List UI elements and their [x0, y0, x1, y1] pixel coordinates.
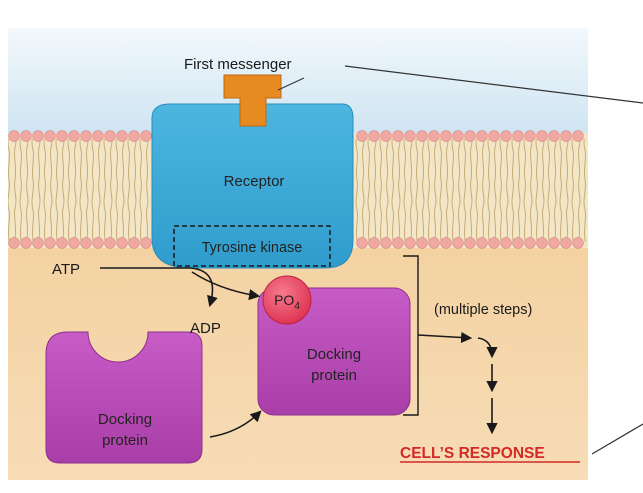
- phosphate-label-subscript: 4: [294, 301, 300, 312]
- receptor-label: Receptor: [224, 173, 285, 190]
- phosphate-label: PO4: [274, 292, 300, 312]
- signal-arrow-1: [417, 331, 473, 344]
- lipid-head: [416, 130, 428, 142]
- lipid-head: [8, 130, 20, 142]
- phosphate-transfer-arrow: [191, 271, 261, 301]
- lipid-head: [476, 237, 488, 249]
- lipid-head: [428, 237, 440, 249]
- lipid-head: [488, 237, 500, 249]
- first-messenger-ligand: [223, 74, 282, 127]
- cells-response-label: CELL’S RESPONSE: [400, 445, 545, 462]
- tyrosine-kinase-label: Tyrosine kinase: [202, 240, 303, 256]
- lipid-head: [104, 237, 116, 249]
- reaction-arrows: [100, 255, 498, 438]
- lipid-head: [56, 130, 68, 142]
- docking-inactive-label-line1: Docking: [98, 411, 152, 428]
- lipid-head: [380, 130, 392, 142]
- lipid-head: [80, 130, 92, 142]
- lipid-head: [368, 130, 380, 142]
- lipid-head: [116, 130, 128, 142]
- lipid-head: [44, 237, 56, 249]
- lipid-head: [92, 130, 104, 142]
- lipid-head: [140, 237, 152, 249]
- atp-label: ATP: [52, 261, 80, 278]
- docking-active-label-line1: Docking: [307, 346, 361, 363]
- docking-protein-inactive: [45, 331, 203, 464]
- lipid-head: [524, 130, 536, 142]
- phosphate-label-main: PO: [274, 292, 294, 308]
- lipid-head: [104, 130, 116, 142]
- lipid-head: [440, 237, 452, 249]
- phosphate-group: [262, 275, 312, 325]
- lipid-head: [368, 237, 380, 249]
- lipid-head: [476, 130, 488, 142]
- lipid-head: [440, 130, 452, 142]
- lipid-head: [92, 237, 104, 249]
- lipid-head: [416, 237, 428, 249]
- lipid-head: [500, 130, 512, 142]
- lipid-head: [20, 237, 32, 249]
- docking-active-label-line2: protein: [311, 367, 357, 384]
- lipid-head: [8, 237, 20, 249]
- lipid-head: [512, 237, 524, 249]
- lipid-head: [560, 130, 572, 142]
- first-messenger-leader: [277, 77, 305, 91]
- lipid-head: [68, 130, 80, 142]
- lipid-head: [488, 130, 500, 142]
- zoom-line-bottom: [591, 423, 643, 455]
- lipid-head: [32, 130, 44, 142]
- bracket: [403, 255, 419, 416]
- lipid-head: [392, 237, 404, 249]
- lipid-head: [548, 130, 560, 142]
- lipid-head: [116, 237, 128, 249]
- lipid-head: [464, 237, 476, 249]
- lipid-heads-outer: [8, 130, 584, 142]
- lipid-head: [572, 130, 584, 142]
- lipid-head: [68, 237, 80, 249]
- lipid-head: [452, 237, 464, 249]
- lipid-head: [56, 237, 68, 249]
- lipid-heads-inner: [8, 237, 584, 249]
- tyrosine-kinase-domain: [173, 225, 331, 267]
- lipid-head: [356, 130, 368, 142]
- atp-arrow: [100, 267, 218, 308]
- receptor-protein: [151, 103, 354, 269]
- lipid-head: [548, 237, 560, 249]
- zoom-line-top: [344, 65, 643, 104]
- lipid-head: [500, 237, 512, 249]
- lipid-head: [356, 237, 368, 249]
- lipid-head: [404, 130, 416, 142]
- lipid-head: [560, 237, 572, 249]
- lipid-head: [380, 237, 392, 249]
- lipid-head: [128, 237, 140, 249]
- lipid-head: [392, 130, 404, 142]
- lipid-head: [20, 130, 32, 142]
- lipid-head: [44, 130, 56, 142]
- lipid-head: [428, 130, 440, 142]
- multiple-steps-label: (multiple steps): [434, 302, 532, 318]
- lipid-head: [536, 130, 548, 142]
- lipid-head: [404, 237, 416, 249]
- docking-inactive-label-line2: protein: [102, 432, 148, 449]
- signal-arrow-2: [477, 337, 498, 359]
- lipid-head: [140, 130, 152, 142]
- lipid-head: [128, 130, 140, 142]
- lipid-head: [464, 130, 476, 142]
- adp-label: ADP: [190, 320, 221, 337]
- lipid-head: [524, 237, 536, 249]
- activation-arrow: [209, 410, 262, 438]
- lipid-head: [80, 237, 92, 249]
- lipid-head: [536, 237, 548, 249]
- first-messenger-label: First messenger: [184, 56, 292, 73]
- lipid-head: [512, 130, 524, 142]
- lipid-head: [452, 130, 464, 142]
- lipid-head: [572, 237, 584, 249]
- lipid-head: [32, 237, 44, 249]
